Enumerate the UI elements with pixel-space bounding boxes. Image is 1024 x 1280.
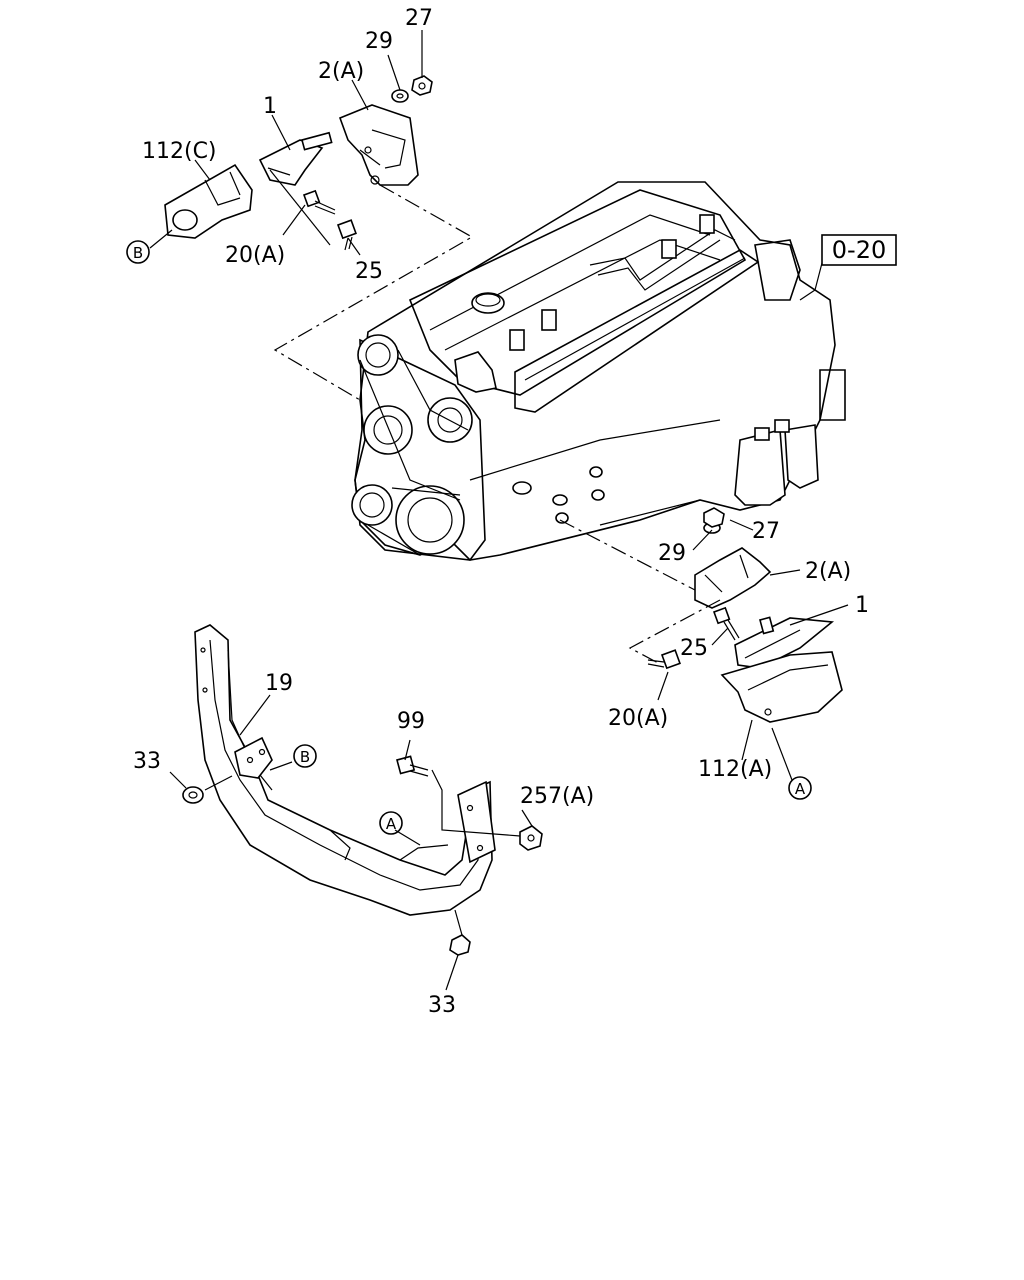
reference-box-frame xyxy=(821,234,897,266)
callout-top-112c: 112(C) xyxy=(142,139,217,164)
reference-box-label: 0-20 xyxy=(832,236,886,264)
callout-bot-33-bottom: 33 xyxy=(428,993,456,1018)
callout-mid-27: 27 xyxy=(752,519,780,544)
engine-assembly xyxy=(351,181,846,561)
marker-b-top: B xyxy=(126,240,150,264)
marker-b-bracket: B xyxy=(293,744,317,768)
callout-top-29: 29 xyxy=(365,29,393,54)
callout-mid-20a: 20(A) xyxy=(608,706,668,731)
marker-a-right: A xyxy=(788,776,812,800)
callout-bot-257a: 257(A) xyxy=(520,784,594,809)
callout-top-20a: 20(A) xyxy=(225,243,285,268)
front-mount-group xyxy=(149,30,474,401)
callout-mid-25: 25 xyxy=(680,636,708,661)
marker-a-right-letter: A xyxy=(795,780,806,798)
rear-mount-group xyxy=(559,507,849,781)
crossmember-bracket-group xyxy=(169,624,543,991)
callout-bot-99: 99 xyxy=(397,709,425,734)
callout-bot-33-left: 33 xyxy=(133,749,161,774)
callout-mid-2a: 2(A) xyxy=(805,559,851,584)
callout-mid-112a: 112(A) xyxy=(698,757,772,782)
reference-box[interactable]: 0-20 xyxy=(821,234,897,266)
callout-labels: 27 29 2(A) 1 112(C) 20(A) 25 27 29 2(A) … xyxy=(133,6,869,1018)
marker-a-bracket: A xyxy=(379,811,403,835)
marker-b-top-letter: B xyxy=(133,244,143,262)
callout-top-27: 27 xyxy=(405,6,433,31)
callout-top-2a: 2(A) xyxy=(318,59,364,84)
marker-b-bracket-letter: B xyxy=(300,748,310,766)
marker-a-bracket-letter: A xyxy=(386,815,397,833)
callout-top-1: 1 xyxy=(263,94,277,119)
callout-mid-1: 1 xyxy=(855,593,869,618)
callout-mid-29: 29 xyxy=(658,541,686,566)
circled-markers: B B A A xyxy=(126,240,812,835)
callout-top-25: 25 xyxy=(355,259,383,284)
callout-bot-19: 19 xyxy=(265,671,293,696)
